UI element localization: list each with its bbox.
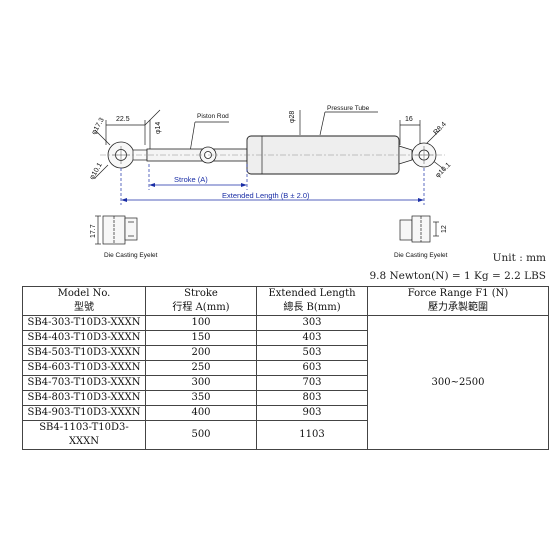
blue-dimensions	[120, 164, 425, 205]
dim-28: φ28	[289, 111, 296, 123]
conversion-note: 9.8 Newton(N) = 1 Kg = 2.2 LBS	[369, 270, 546, 282]
top-dimensions	[94, 109, 446, 179]
piston-rod-label: Piston Rod	[197, 113, 229, 120]
length-cell: 1103	[256, 420, 368, 450]
stroke-cell: 100	[145, 315, 257, 331]
length-cell: 503	[256, 345, 368, 361]
right-eyelet-label: Die Casting Eyelet	[394, 252, 448, 259]
model-cell: SB4-703-T10D3-XXXN	[22, 375, 146, 391]
left-eyelet-label: Die Casting Eyelet	[104, 252, 158, 259]
force-range-cell: 300~2500	[367, 315, 549, 450]
gas-spring-body	[100, 135, 445, 175]
stroke-cell: 500	[145, 420, 257, 450]
left-eyelet-side-view	[95, 215, 138, 245]
right-eyelet-side-view	[399, 215, 439, 243]
table-header-row: Model No. 型號 Stroke 行程 A(mm) Extended Le…	[22, 286, 549, 316]
header-model-main: Model No.	[57, 288, 111, 299]
stroke-cell: 350	[145, 390, 257, 406]
table-row: SB4-903-T10D3-XXXN 400 903	[22, 405, 549, 421]
model-cell: SB4-303-T10D3-XXXN	[22, 315, 146, 331]
model-cell: SB4-503-T10D3-XXXN	[22, 345, 146, 361]
model-cell: SB4-803-T10D3-XXXN	[22, 390, 146, 406]
length-cell: 803	[256, 390, 368, 406]
length-cell: 703	[256, 375, 368, 391]
unit-note: Unit : mm	[492, 252, 546, 264]
table-row: SB4-403-T10D3-XXXN 150 403	[22, 330, 549, 346]
header-stroke-sub: 行程 A(mm)	[172, 302, 230, 313]
header-force: Force Range F1 (N) 壓力承製範圍	[367, 286, 549, 316]
table-row: SB4-303-T10D3-XXXN 100 303 300~2500	[22, 315, 549, 450]
model-cell: SB4-903-T10D3-XXXN	[22, 405, 146, 421]
dim-12: 12	[441, 225, 448, 233]
length-cell: 903	[256, 405, 368, 421]
stroke-cell: 250	[145, 360, 257, 376]
model-cell: SB4-603-T10D3-XXXN	[22, 360, 146, 376]
header-length-sub: 總長 B(mm)	[283, 302, 341, 313]
dim-16: 16	[405, 116, 413, 123]
stroke-cell: 150	[145, 330, 257, 346]
dim-17-3: φ17.3	[91, 117, 106, 136]
header-length: Extended Length 總長 B(mm)	[256, 286, 368, 316]
header-length-main: Extended Length	[268, 288, 356, 299]
stroke-cell: 200	[145, 345, 257, 361]
length-cell: 403	[256, 330, 368, 346]
model-cell: SB4-1103-T10D3-XXXN	[22, 420, 146, 450]
dim-14: φ14	[155, 122, 162, 134]
stroke-cell: 300	[145, 375, 257, 391]
length-cell: 603	[256, 360, 368, 376]
extended-length-label: Extended Length (B ± 2.0)	[222, 191, 310, 200]
gas-spring-drawing: 22.5 φ14 Piston Rod φ28 Pressure Tube 16…	[89, 105, 453, 259]
header-stroke-main: Stroke	[184, 288, 218, 299]
pressure-tube-label: Pressure Tube	[327, 105, 370, 112]
dim-8-4: R8.4	[432, 121, 447, 136]
dim-17-7: 17.7	[90, 224, 97, 238]
length-cell: 303	[256, 315, 368, 331]
table-row: SB4-1103-T10D3-XXXN 500 1103	[22, 420, 549, 450]
table-row: SB4-503-T10D3-XXXN 200 503	[22, 345, 549, 361]
spec-table: Model No. 型號 Stroke 行程 A(mm) Extended Le…	[22, 286, 549, 450]
header-force-main: Force Range F1 (N)	[407, 288, 509, 299]
header-force-sub: 壓力承製範圍	[428, 302, 488, 313]
dim-22-5: 22.5	[116, 116, 130, 123]
header-model-sub: 型號	[74, 302, 94, 313]
model-cell: SB4-403-T10D3-XXXN	[22, 330, 146, 346]
stroke-cell: 400	[145, 405, 257, 421]
header-model: Model No. 型號	[22, 286, 146, 316]
header-stroke: Stroke 行程 A(mm)	[145, 286, 257, 316]
stroke-dimension-label: Stroke (A)	[174, 175, 208, 184]
